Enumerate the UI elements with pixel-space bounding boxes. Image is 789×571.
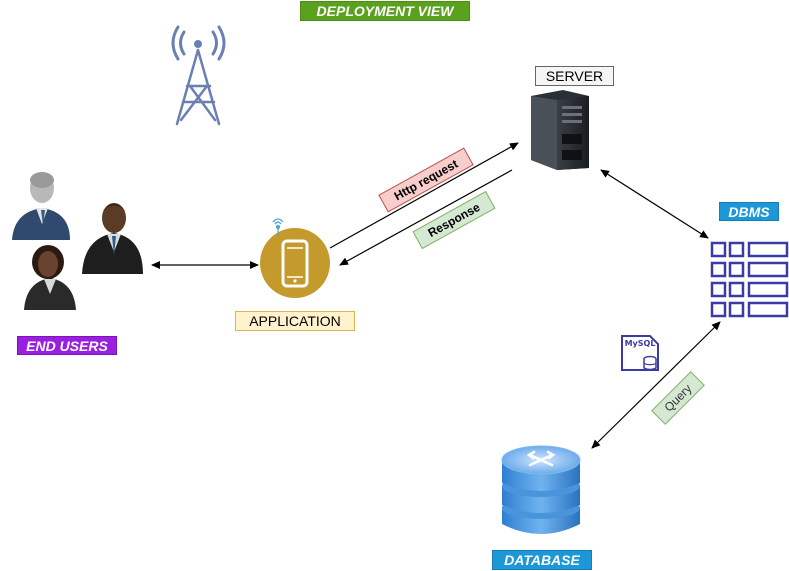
query-edge-label: Query bbox=[651, 371, 705, 425]
database-label: DATABASE bbox=[492, 550, 592, 570]
antenna-tower-icon bbox=[171, 25, 226, 126]
application-label: APPLICATION bbox=[235, 311, 355, 331]
mobile-app-icon bbox=[260, 218, 330, 298]
response-edge-label: Response bbox=[412, 190, 496, 250]
dbms-label: DBMS bbox=[719, 202, 779, 221]
end-users-icon bbox=[12, 172, 143, 310]
wifi-signal-icon bbox=[272, 218, 284, 236]
end-users-label: END USERS bbox=[17, 336, 117, 355]
mysql-icon-label: MySQL bbox=[624, 339, 656, 348]
server-icon bbox=[531, 90, 589, 170]
http-request-edge-label: Http request bbox=[378, 147, 474, 213]
diagram-title: DEPLOYMENT VIEW bbox=[300, 1, 470, 21]
database-icon bbox=[501, 445, 581, 534]
dbms-table-icon bbox=[710, 241, 789, 318]
server-dbms-edge bbox=[600, 169, 709, 239]
server-label: SERVER bbox=[535, 66, 614, 86]
